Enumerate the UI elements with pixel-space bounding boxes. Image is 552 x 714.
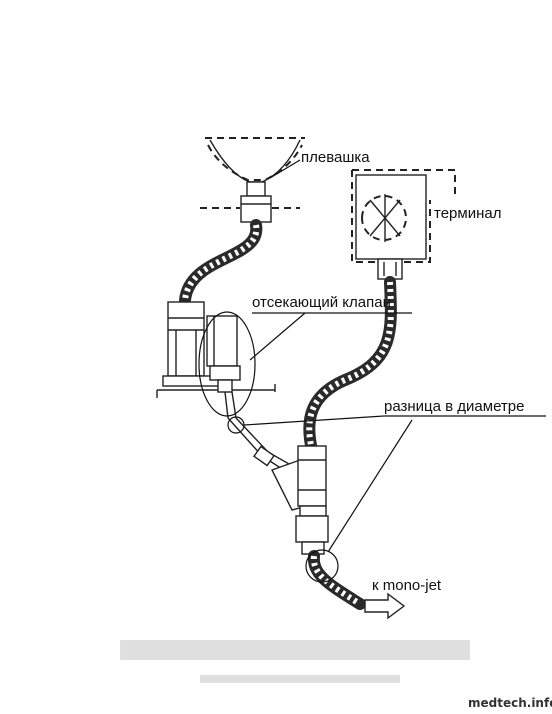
hose-spittoon: [179, 219, 263, 306]
faded-background-lines: [120, 640, 470, 683]
leader-lines: [243, 159, 546, 553]
label-spittoon: плевашка: [301, 149, 370, 166]
label-shutoff-valve: отсекающий клапан: [252, 294, 391, 311]
label-terminal: терминал: [434, 205, 501, 222]
terminal-box: [351, 169, 456, 280]
shutoff-valve: [198, 311, 256, 419]
y-connector: [271, 445, 329, 555]
spittoon-bowl: [200, 137, 305, 223]
hose-monojet: [305, 549, 366, 610]
watermark: medtech.info: [468, 696, 552, 710]
label-to-monojet: к mono-jet: [372, 577, 442, 594]
hose-terminal: [303, 276, 397, 456]
flow-arrow: [364, 592, 406, 620]
label-diameter-difference: разница в диаметре: [384, 398, 524, 415]
